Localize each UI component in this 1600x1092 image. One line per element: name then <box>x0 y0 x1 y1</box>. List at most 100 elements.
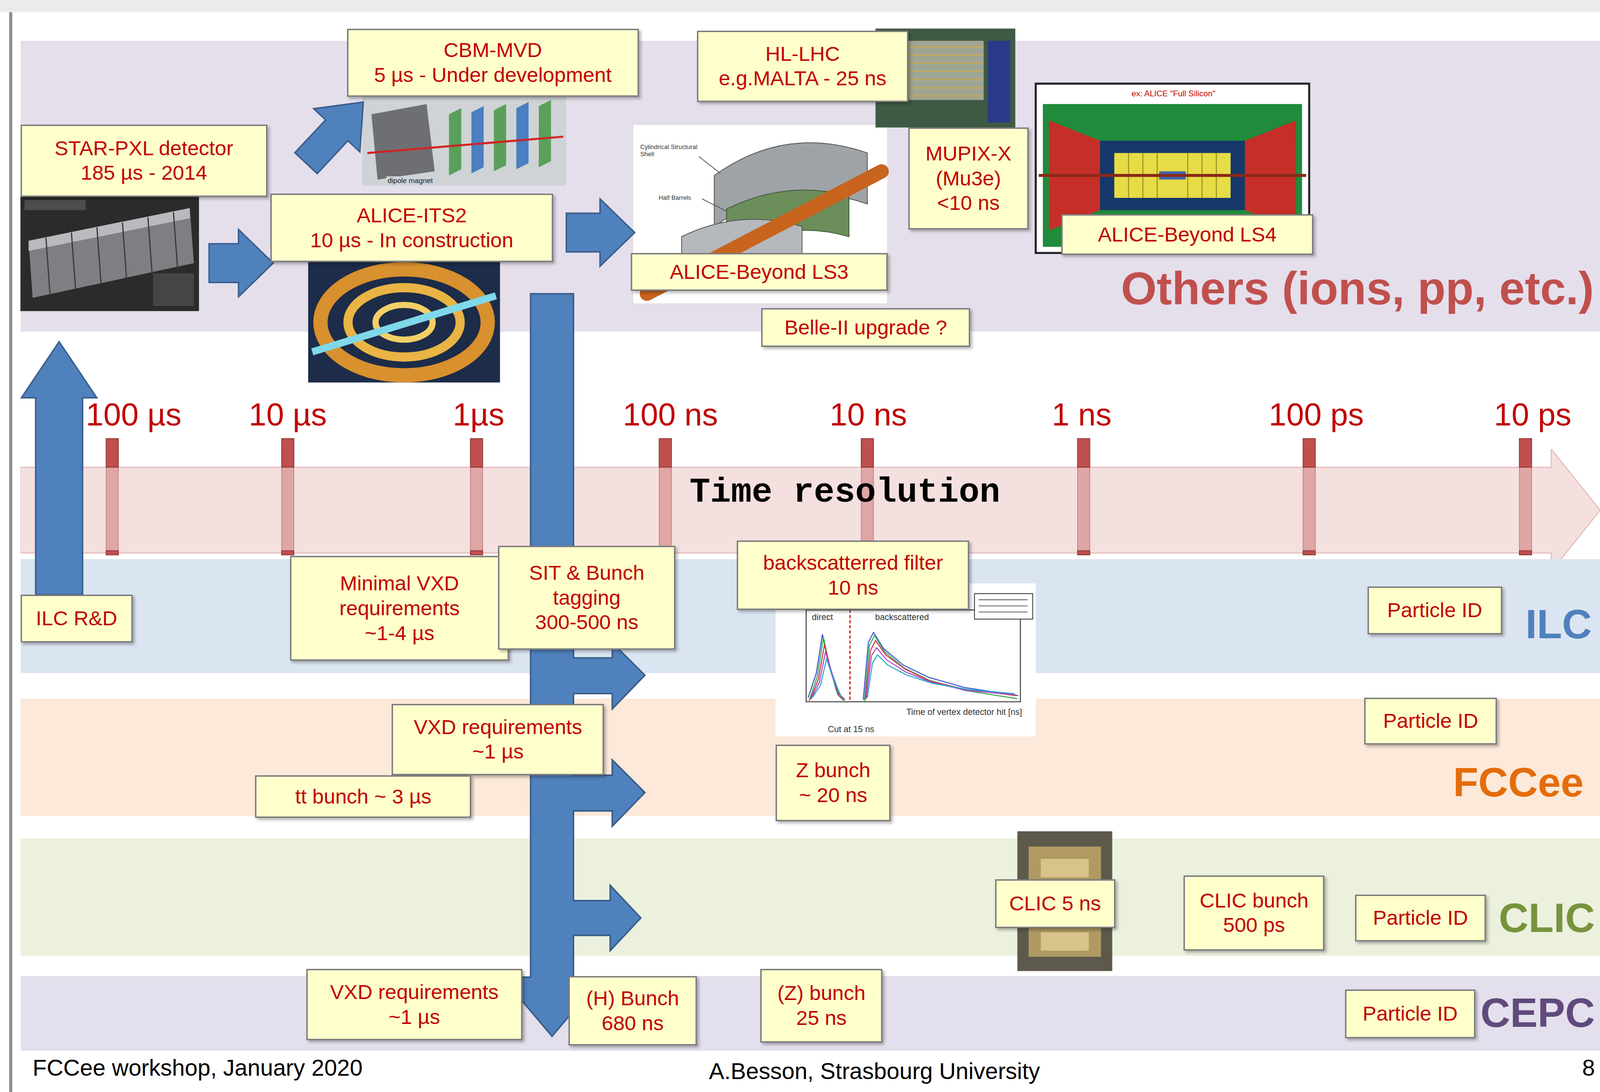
axis-tick <box>1303 438 1316 468</box>
backscatter-plot <box>865 640 1017 700</box>
axis-tick <box>470 551 483 556</box>
cbm-mvd-drawing <box>362 96 567 186</box>
star-pxl-photo <box>152 273 194 306</box>
box-text: Minimal VXD requirements <box>297 571 502 621</box>
backscatter-plot <box>974 593 1033 620</box>
hl-lhc-chip-photo <box>875 28 1016 128</box>
axis-tick-label: 1µs <box>452 396 505 434</box>
note-box: VXD requirements~1 µs <box>391 704 604 776</box>
hl-lhc-chip-photo <box>889 40 984 100</box>
axis-tick <box>470 438 483 468</box>
backscatter-plot <box>808 634 846 700</box>
backscatter-plot <box>775 583 1036 737</box>
hl-lhc-chip-photo <box>889 87 984 89</box>
note-box: tt bunch ~ 3 µs <box>255 775 472 819</box>
alice-its2-drawing <box>308 260 500 383</box>
box-text: 680 ns <box>601 1011 664 1037</box>
box-text: (Mu3e) <box>935 166 1001 192</box>
alice-full-silicon-drawing <box>1035 83 1310 254</box>
backscatter-plot <box>866 648 1016 699</box>
hl-lhc-chip-photo <box>889 62 984 64</box>
slide-frame <box>9 12 12 1092</box>
box-text: 10 µs - In construction <box>310 228 514 254</box>
box-text: STAR-PXL detector <box>54 136 234 162</box>
alice-ls3-drawing <box>647 171 882 294</box>
collider-band: CLICCLIC 5 nsCLIC bunch500 psParticle ID <box>20 838 1600 957</box>
axis-tick <box>1077 467 1090 552</box>
box-text: ILC R&D <box>35 606 118 632</box>
cbm-mvd-drawing <box>493 104 507 172</box>
note-box: ILC R&D <box>20 594 133 643</box>
backscatter-plot <box>806 610 1021 703</box>
axis-tick <box>105 551 119 556</box>
note-box: CLIC 5 ns <box>995 879 1116 929</box>
box-text: e.g.MALTA - 25 ns <box>718 66 887 92</box>
alice-its2-drawing <box>312 295 496 352</box>
box-text: (Z) bunch <box>777 981 866 1007</box>
axis-tick <box>659 551 672 556</box>
box-text: <10 ns <box>937 190 1000 216</box>
box-text: 500 ps <box>1223 913 1286 939</box>
axis-tick <box>281 438 295 468</box>
axis-tick-label: 10 ps <box>1494 396 1572 434</box>
axis-tick-label: 10 µs <box>248 396 327 434</box>
axis-tick <box>105 438 119 468</box>
alice-ls3-drawing <box>632 124 888 305</box>
cbm-mvd-drawing <box>516 102 529 170</box>
box-text: ~1 µs <box>472 739 524 765</box>
slide-frame <box>0 0 1600 13</box>
backscatter-plot <box>809 637 847 703</box>
hl-lhc-chip-photo <box>889 46 984 96</box>
box-text: 185 µs - 2014 <box>80 160 208 186</box>
backscatter-plot <box>863 632 1019 700</box>
note-box: Particle ID <box>1355 894 1486 942</box>
hl-lhc-chip-photo <box>875 28 1016 128</box>
note-box: SIT & Bunch tagging300-500 ns <box>498 545 676 650</box>
note-box: ALICE-ITS210 µs - In construction <box>270 193 554 263</box>
axis-title: Time resolution <box>689 473 1001 513</box>
axis-tick <box>1519 467 1532 552</box>
backscatter-plot <box>978 605 1028 607</box>
figure-annotation: ex: ALICE "Full Silicon" <box>1130 89 1218 99</box>
axis-tick <box>861 467 874 552</box>
note-box: Belle-II upgrade ? <box>761 308 971 348</box>
box-text: 10 ns <box>827 575 879 601</box>
hl-lhc-chip-photo <box>987 40 1011 123</box>
note-box: Minimal VXD requirements~1-4 µs <box>289 556 510 661</box>
axis-tick <box>105 467 119 552</box>
box-text: 300-500 ns <box>534 610 638 636</box>
box-text: ~ 20 ns <box>799 783 868 809</box>
box-text: ~1-4 µs <box>364 621 435 647</box>
box-text: Particle ID <box>1372 905 1468 931</box>
axis-tick <box>1519 438 1532 468</box>
plot-caption: Cut at 15 ns <box>826 724 876 735</box>
alice-full-silicon-drawing <box>1038 173 1307 177</box>
hl-lhc-chip-photo <box>889 54 984 56</box>
hl-lhc-chip-photo <box>889 95 984 97</box>
star-pxl-photo <box>46 237 51 294</box>
block-arrow <box>294 102 364 174</box>
box-text: Belle-II upgrade ? <box>784 315 948 341</box>
box-text: CLIC 5 ns <box>1009 891 1102 917</box>
note-box: Z bunch~ 20 ns <box>775 744 892 822</box>
box-text: (H) Bunch <box>586 986 680 1012</box>
block-arrow <box>208 229 274 298</box>
backscatter-plot <box>808 632 1019 700</box>
note-box: VXD requirements~1 µs <box>306 969 523 1041</box>
alice-ls3-drawing <box>702 198 727 212</box>
note-box: CBM-MVD5 µs - Under development <box>347 28 639 98</box>
box-text: 5 µs - Under development <box>373 62 612 88</box>
band-title: ILC <box>1525 600 1592 649</box>
alice-full-silicon-drawing <box>1035 83 1310 254</box>
band-title: CEPC <box>1480 989 1595 1037</box>
backscatter-plot <box>775 583 1036 737</box>
axis-tick <box>1519 551 1532 556</box>
backscatter-plot <box>978 599 1028 601</box>
box-text: 25 ns <box>796 1006 847 1032</box>
clic-chip-photo <box>1040 932 1089 951</box>
star-pxl-photo <box>28 208 190 251</box>
clic-chip-photo <box>1040 858 1089 878</box>
backscatter-plot <box>978 600 1028 613</box>
note-box: Particle ID <box>1344 989 1476 1039</box>
